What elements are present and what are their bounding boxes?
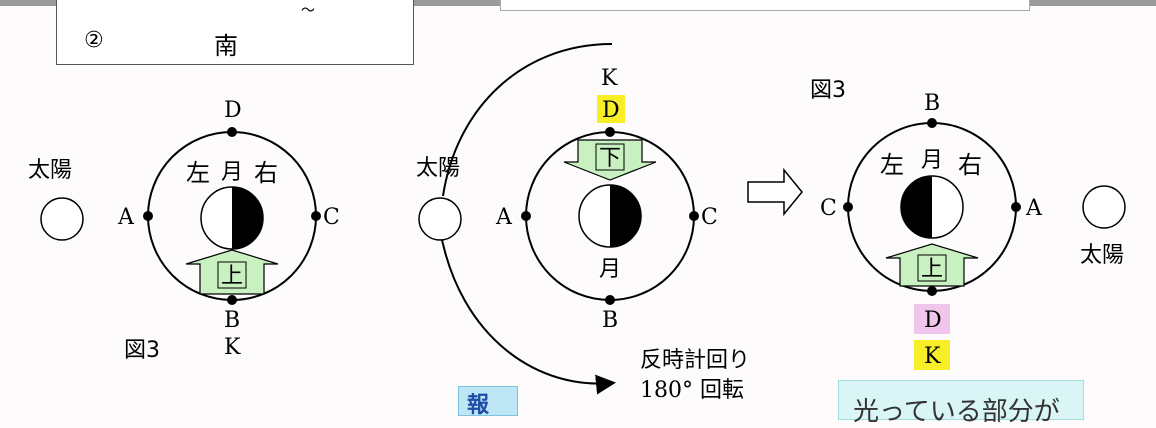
right-sun-label: 太陽 bbox=[1080, 243, 1124, 268]
middle-diagram: 太陽 K D A C B 下 月 反時計回り 180° 回転 bbox=[416, 43, 750, 403]
middle-label-d-bg bbox=[597, 95, 625, 123]
answer-tick: 〜 bbox=[301, 3, 315, 19]
left-word-left: 左 bbox=[186, 159, 210, 187]
middle-moon-label: 月 bbox=[599, 257, 621, 282]
right-label-k-bg bbox=[914, 340, 950, 370]
rotation-text-2: 180° 回転 bbox=[640, 378, 744, 403]
right-label-d: D bbox=[924, 308, 942, 333]
left-fig-label: 図3 bbox=[124, 338, 160, 363]
left-sun-label: 太陽 bbox=[28, 158, 72, 183]
middle-point-right bbox=[689, 211, 699, 221]
left-moon-label: 月 bbox=[221, 160, 243, 185]
left-label-right: C bbox=[323, 205, 340, 230]
middle-label-d: D bbox=[602, 98, 620, 123]
right-sun bbox=[1082, 185, 1126, 229]
rotation-text-1: 反時計回り bbox=[640, 348, 750, 373]
right-diagram: 図3 B C A 太陽 月 左 右 上 D K bbox=[810, 78, 1126, 370]
right-word-left: 左 bbox=[880, 151, 904, 179]
answer-box: 〜 bbox=[56, 0, 414, 65]
right-moon-icon bbox=[900, 175, 964, 239]
right-point-bottom bbox=[927, 286, 937, 296]
answer-number: ② bbox=[84, 28, 104, 53]
top-center-box bbox=[500, 0, 1030, 11]
left-point-bottom bbox=[227, 295, 237, 305]
rotation-arc-top bbox=[442, 43, 613, 197]
middle-point-left bbox=[521, 211, 531, 221]
left-point-left bbox=[143, 211, 153, 221]
middle-arrow-label: 下 bbox=[599, 146, 621, 171]
right-fig-label: 図3 bbox=[810, 78, 846, 103]
middle-label-right: C bbox=[701, 205, 718, 230]
left-sun bbox=[40, 197, 84, 241]
left-point-top bbox=[227, 127, 237, 137]
right-label-right: A bbox=[1025, 196, 1043, 221]
left-label-left: A bbox=[117, 205, 135, 230]
left-label-k: K bbox=[224, 335, 241, 360]
middle-label-bottom: B bbox=[602, 308, 618, 333]
middle-sun-label: 太陽 bbox=[416, 156, 460, 181]
right-point-right bbox=[1011, 202, 1021, 212]
right-label-d-bg bbox=[914, 304, 950, 334]
right-label-top: B bbox=[924, 91, 940, 116]
left-point-right bbox=[311, 211, 321, 221]
middle-label-k: K bbox=[601, 66, 618, 91]
left-label-top: D bbox=[224, 98, 242, 123]
middle-moon-icon bbox=[578, 184, 642, 248]
answer-direction: 南 bbox=[214, 32, 238, 60]
right-point-left bbox=[843, 202, 853, 212]
moon-diagrams: 太陽 D A C B K 月 左 右 上 図3 太陽 K bbox=[28, 43, 1126, 403]
middle-point-top bbox=[605, 127, 615, 137]
left-moon-icon bbox=[200, 186, 264, 250]
middle-point-bottom bbox=[605, 295, 615, 305]
left-diagram: 太陽 D A C B K 月 左 右 上 図3 bbox=[28, 98, 340, 363]
middle-label-left: A bbox=[495, 205, 513, 230]
right-point-top bbox=[927, 118, 937, 128]
left-word-right: 右 bbox=[254, 159, 278, 187]
right-word-right: 右 bbox=[958, 151, 982, 179]
glow-note: 光っている部分が bbox=[838, 380, 1084, 427]
right-arrow-label: 上 bbox=[921, 257, 943, 282]
rotation-arc-bottom bbox=[439, 229, 616, 395]
left-label-bottom: B bbox=[224, 308, 240, 333]
right-label-left: C bbox=[820, 196, 837, 221]
middle-sun bbox=[418, 197, 462, 241]
right-moon-label: 月 bbox=[921, 148, 943, 173]
right-label-k: K bbox=[924, 344, 941, 369]
left-arrow-label: 上 bbox=[221, 264, 243, 289]
transform-arrow-icon bbox=[747, 167, 803, 217]
